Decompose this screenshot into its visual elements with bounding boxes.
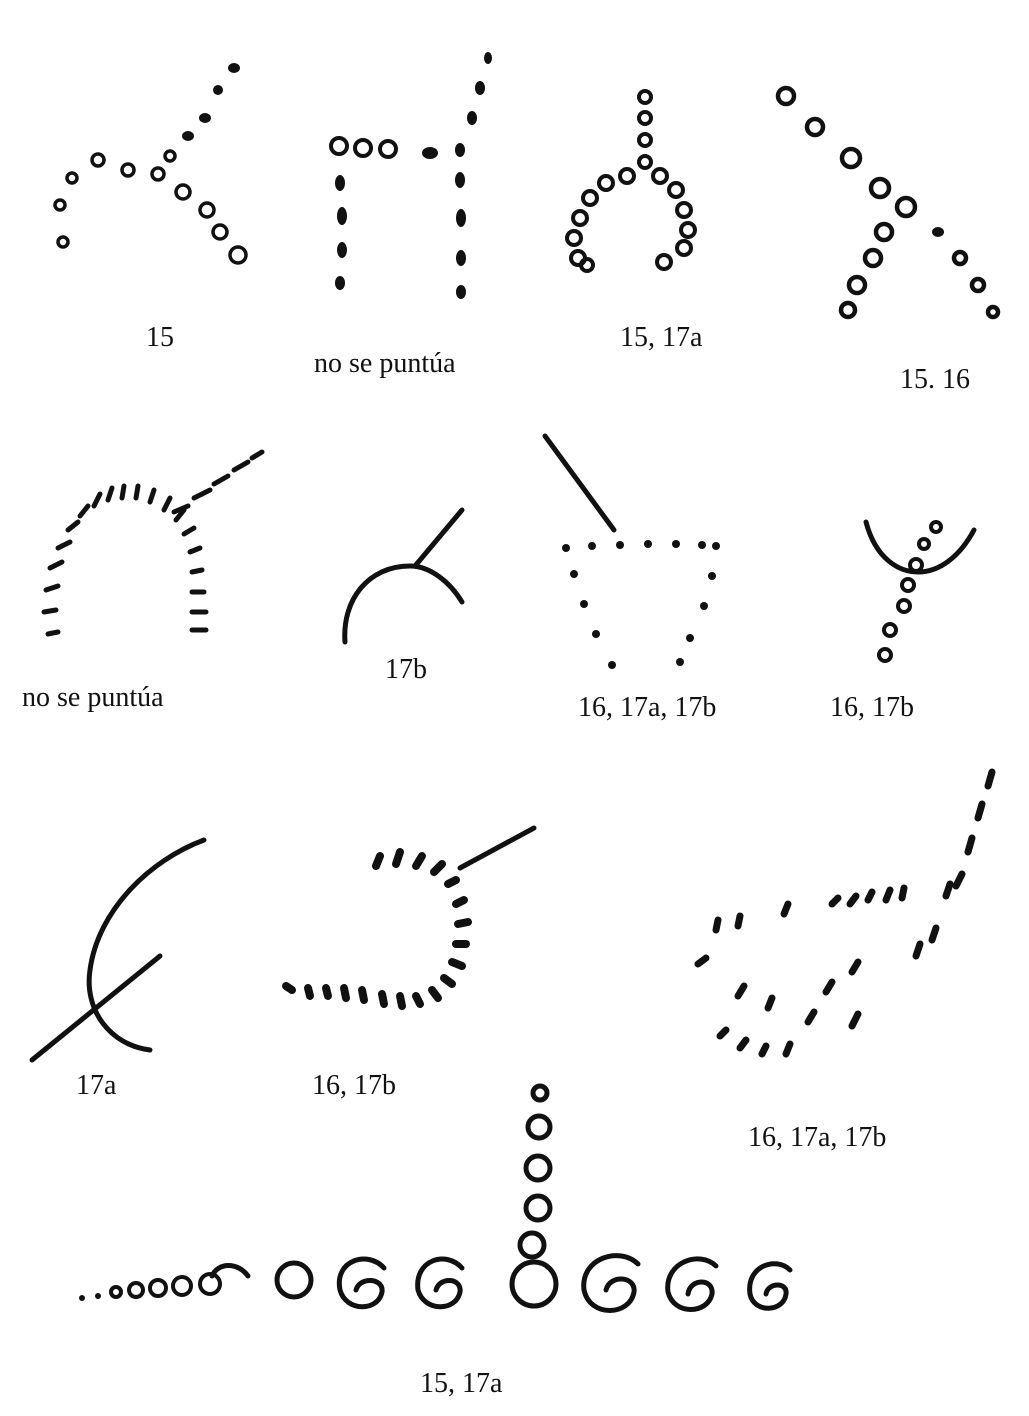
figure-label: 16, 17a, 17b: [578, 692, 717, 723]
figure-label: no se puntúa: [314, 348, 456, 379]
figure-label: 15. 16: [900, 364, 970, 395]
figure-label: 15: [146, 322, 174, 353]
figure-label: 16, 17a, 17b: [748, 1122, 887, 1153]
figure-label: 16, 17b: [312, 1070, 396, 1101]
figure-label: 15, 17a: [620, 322, 703, 353]
figure-label: 17a: [76, 1070, 117, 1101]
figure-label: 15, 17a: [420, 1368, 503, 1399]
figure-label: 17b: [385, 654, 427, 685]
figure-label: no se puntúa: [22, 682, 164, 713]
figure-label: 16, 17b: [830, 692, 914, 723]
